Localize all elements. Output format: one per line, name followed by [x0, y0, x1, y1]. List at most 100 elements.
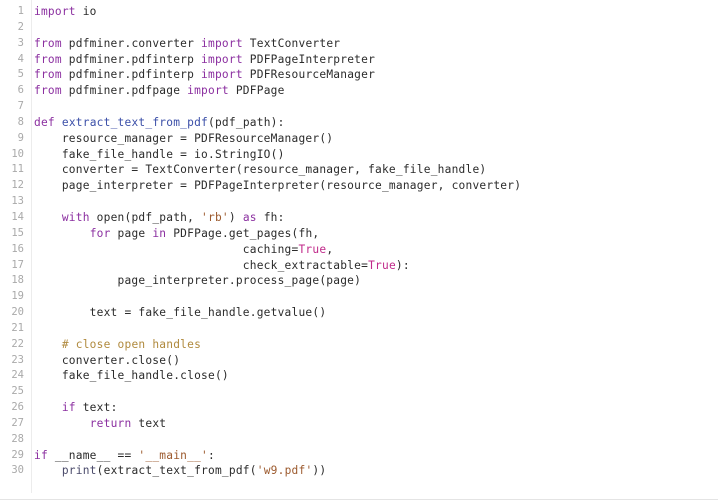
line-number: 13	[11, 195, 24, 208]
line-number: 30	[11, 464, 24, 477]
line-content[interactable]	[24, 321, 718, 337]
line-content[interactable]	[24, 99, 718, 115]
line-number: 29	[11, 448, 24, 461]
code-line[interactable]: 19	[0, 289, 718, 305]
line-number: 14	[11, 210, 24, 223]
code-token: True	[298, 242, 327, 256]
line-content[interactable]: def extract_text_from_pdf(pdf_path):	[24, 115, 718, 131]
line-content[interactable]: print(extract_text_from_pdf('w9.pdf'))	[24, 463, 718, 479]
line-number: 11	[11, 163, 24, 176]
line-content[interactable]: if text:	[24, 400, 718, 416]
line-content[interactable]: fake_file_handle = io.StringIO()	[24, 147, 718, 163]
line-content[interactable]	[24, 432, 718, 448]
code-token	[34, 464, 62, 477]
line-content[interactable]: from pdfminer.converter import TextConve…	[24, 36, 718, 52]
code-token: extract_text_from_pdf	[61, 115, 209, 129]
code-token: converter.close()	[34, 353, 181, 367]
code-token: import	[34, 5, 76, 18]
code-token: open(pdf_path,	[89, 210, 202, 224]
code-token: fh:	[256, 210, 285, 224]
line-content[interactable]: return text	[24, 416, 718, 432]
code-line[interactable]: 26 if text:	[0, 400, 718, 416]
code-line[interactable]: 10 fake_file_handle = io.StringIO()	[0, 147, 718, 163]
line-number: 12	[11, 179, 24, 192]
code-line[interactable]: 9 resource_manager = PDFResourceManager(…	[0, 131, 718, 147]
code-token: pdfminer.pdfinterp	[61, 68, 202, 82]
line-content[interactable]: check_extractable=True):	[24, 258, 718, 274]
code-token: ))	[312, 464, 327, 478]
code-line[interactable]: 12 page_interpreter = PDFPageInterpreter…	[0, 178, 718, 194]
line-number: 19	[11, 290, 24, 303]
code-token: 'w9.pdf'	[256, 464, 313, 478]
code-line[interactable]: 14 with open(pdf_path, 'rb') as fh:	[0, 210, 718, 226]
code-token: :	[208, 448, 215, 462]
line-number: 28	[11, 432, 24, 445]
code-line[interactable]: 18 page_interpreter.process_page(page)	[0, 273, 718, 289]
line-number: 3	[17, 36, 24, 49]
code-token: text = fake_file_handle.getvalue()	[34, 306, 327, 320]
line-content[interactable]	[24, 194, 718, 210]
code-line[interactable]: 17 check_extractable=True):	[0, 258, 718, 274]
code-line[interactable]: 16 caching=True,	[0, 242, 718, 258]
code-token: )	[228, 210, 243, 224]
line-content[interactable]: from pdfminer.pdfinterp import PDFResour…	[24, 67, 718, 83]
code-line[interactable]: 23 converter.close()	[0, 353, 718, 369]
line-content[interactable]: with open(pdf_path, 'rb') as fh:	[24, 210, 718, 226]
line-content[interactable]: converter = TextConverter(resource_manag…	[24, 162, 718, 178]
line-content[interactable]	[24, 20, 718, 36]
code-line[interactable]: 2	[0, 20, 718, 36]
code-token: from	[34, 68, 62, 82]
line-number: 25	[11, 385, 24, 398]
line-content[interactable]: from pdfminer.pdfpage import PDFPage	[24, 83, 718, 99]
code-token: for	[89, 226, 111, 240]
code-line[interactable]: 27 return text	[0, 416, 718, 432]
code-line[interactable]: 7	[0, 99, 718, 115]
line-content[interactable]: page_interpreter.process_page(page)	[24, 273, 718, 289]
code-token: io	[75, 5, 97, 18]
code-token: if	[61, 401, 76, 415]
line-content[interactable]	[24, 289, 718, 305]
line-content[interactable]: page_interpreter = PDFPageInterpreter(re…	[24, 178, 718, 194]
line-number: 27	[11, 416, 24, 429]
line-content[interactable]: from pdfminer.pdfinterp import PDFPageIn…	[24, 52, 718, 68]
code-token: print	[61, 464, 97, 478]
code-line[interactable]: 24 fake_file_handle.close()	[0, 368, 718, 384]
code-token: return	[89, 416, 132, 430]
line-number: 23	[11, 353, 24, 366]
code-token: page	[110, 226, 153, 240]
code-line[interactable]: 21	[0, 321, 718, 337]
line-content[interactable]: # close open handles	[24, 337, 718, 353]
code-token: PDFPage	[228, 84, 285, 98]
line-content[interactable]: if __name__ == '__main__':	[24, 448, 718, 464]
code-token: ,	[326, 242, 334, 256]
code-token: caching=	[34, 242, 299, 256]
code-line[interactable]: 30 print(extract_text_from_pdf('w9.pdf')…	[0, 463, 718, 479]
line-content[interactable]: caching=True,	[24, 242, 718, 258]
line-content[interactable]: import io	[24, 4, 718, 20]
line-number: 21	[11, 321, 24, 334]
line-content[interactable]: resource_manager = PDFResourceManager()	[24, 131, 718, 147]
code-line[interactable]: 11 converter = TextConverter(resource_ma…	[0, 162, 718, 178]
code-line[interactable]: 13	[0, 194, 718, 210]
line-number: 4	[17, 52, 24, 65]
code-line[interactable]: 20 text = fake_file_handle.getvalue()	[0, 305, 718, 321]
code-line[interactable]: 25	[0, 384, 718, 400]
line-content[interactable]: fake_file_handle.close()	[24, 368, 718, 384]
code-line[interactable]: 28	[0, 432, 718, 448]
line-content[interactable]: for page in PDFPage.get_pages(fh,	[24, 226, 718, 242]
code-line[interactable]: 15 for page in PDFPage.get_pages(fh,	[0, 226, 718, 242]
line-content[interactable]	[24, 384, 718, 400]
code-token: check_extractable=	[34, 258, 369, 272]
line-content[interactable]: text = fake_file_handle.getvalue()	[24, 305, 718, 321]
code-line[interactable]: 22 # close open handles	[0, 337, 718, 353]
line-number: 2	[17, 20, 24, 33]
line-content[interactable]: converter.close()	[24, 353, 718, 369]
